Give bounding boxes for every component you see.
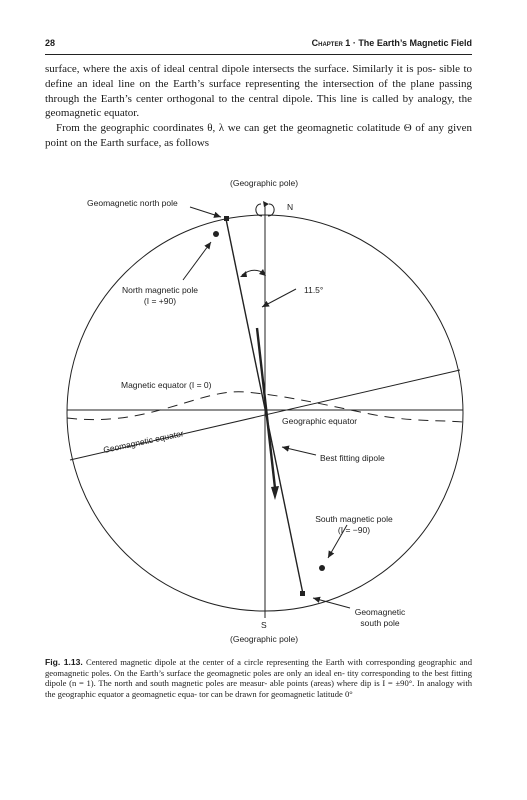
body-paragraph: From the geographic coordinates θ, λ we … [45, 121, 472, 151]
body-text: surface, where the axis of ideal central… [45, 62, 472, 151]
label-geographic-pole-bottom: (Geographic pole) [230, 634, 298, 644]
arrow-geomagnetic-south [312, 596, 351, 609]
label-geomagnetic-south-2: south pole [360, 618, 399, 628]
body-line: plane passing through the Earth’s center… [45, 77, 473, 105]
geomagnetic-north-pole-marker [224, 216, 229, 221]
label-best-fitting-dipole: Best fitting dipole [320, 453, 385, 463]
label-north: N [287, 202, 293, 212]
dipole-axis [225, 218, 304, 595]
arrow-angle [261, 288, 297, 308]
caption-line: geographic and geomagnetic poles. On the… [45, 657, 473, 678]
dipole-arrow-shaft [255, 327, 277, 489]
figure-dipole: (Geographic pole) N Geomagnetic north po… [0, 170, 527, 655]
running-header: 28 Chapter 1 · The Earth’s Magnetic Fiel… [45, 38, 472, 55]
header-separator: · [350, 38, 359, 48]
label-geographic-equator: Geographic equator [282, 416, 357, 426]
label-south-magnetic-pole: South magnetic pole [315, 514, 393, 524]
label-geographic-pole-top: (Geographic pole) [230, 178, 298, 188]
rotation-arrowhead-icon [263, 201, 269, 207]
rotation-icon [255, 203, 275, 217]
label-geomagnetic-north-pole: Geomagnetic north pole [87, 198, 178, 208]
label-magnetic-equator: Magnetic equator (I = 0) [121, 380, 212, 390]
angle-arc-arrowhead-icon [259, 269, 266, 276]
geomagnetic-equator-line [69, 369, 461, 461]
label-north-magnetic-pole: North magnetic pole [122, 285, 198, 295]
caption-label: Fig. 1.13. [45, 657, 83, 667]
arrow-best-fitting-dipole [281, 445, 317, 456]
body-line: surface, where the axis of ideal central… [45, 63, 436, 75]
angle-arc-arrowhead-icon [240, 271, 247, 277]
magnetic-equator-line [66, 391, 464, 423]
geomagnetic-south-pole-marker [300, 591, 305, 596]
body-line: called by analogy, the geomagnetic equat… [45, 92, 472, 120]
chapter-title: Chapter 1 · The Earth’s Magnetic Field [312, 38, 472, 48]
body-line: From the geographic coordinates θ, λ we … [56, 122, 425, 135]
south-magnetic-pole-dot [319, 565, 325, 571]
label-geomagnetic-south-1: Geomagnetic [355, 607, 406, 617]
dipole-arrowhead [271, 486, 279, 500]
caption-line: Centered magnetic dipole at the center o… [86, 657, 416, 667]
header-title: The Earth’s Magnetic Field [358, 38, 472, 48]
arrow-north-magnetic [182, 241, 212, 281]
body-paragraph: surface, where the axis of ideal central… [45, 62, 472, 121]
label-south-magnetic-pole-i: (I = −90) [338, 525, 370, 535]
label-geomagnetic-equator: Geomagnetic equator [102, 428, 184, 455]
label-south: S [261, 620, 267, 630]
caption-line: able points (areas) where dip is I = ±90… [45, 678, 473, 699]
label-north-magnetic-pole-i: (I = +90) [144, 296, 176, 306]
figure-caption: Fig. 1.13. Centered magnetic dipole at t… [45, 657, 472, 699]
label-angle: 11.5° [304, 285, 323, 295]
body-line: any given point on the Earth surface, as… [45, 122, 473, 149]
caption-line: tity corresponding to the best fitting d… [45, 667, 472, 689]
arrow-geomagnetic-north [189, 206, 222, 218]
body-line: sible to define an ideal line on the Ear… [45, 63, 473, 90]
north-magnetic-pole-dot [213, 231, 219, 237]
arrow-south-magnetic [327, 524, 348, 559]
chapter-label: Chapter 1 [311, 38, 351, 48]
dipole-diagram: (Geographic pole) N Geomagnetic north po… [66, 178, 464, 644]
caption-line: tor can be drawn for geomagnetic latitud… [199, 688, 353, 699]
page-number: 28 [45, 38, 56, 48]
